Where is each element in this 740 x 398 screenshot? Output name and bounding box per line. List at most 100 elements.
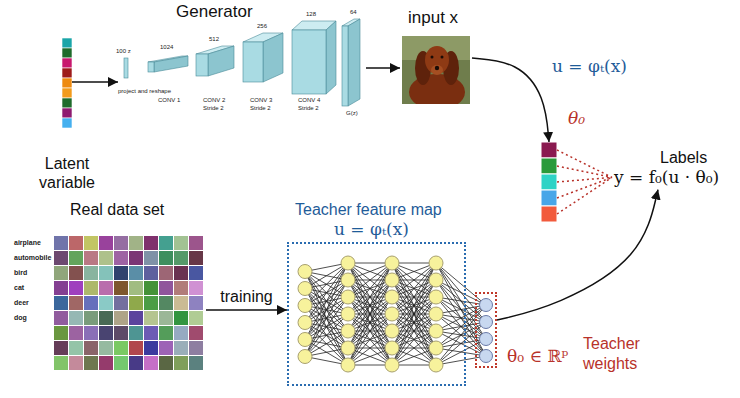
image-thumb [84,356,98,370]
image-thumb [69,266,83,280]
class-name: bird [14,269,27,276]
layer-annotation: CONV 2 [203,97,225,103]
image-thumb [54,281,68,295]
image-thumb [54,356,68,370]
conv-block [196,46,234,76]
image-thumb [84,251,98,265]
image-thumb [114,311,128,325]
latent-square [62,68,72,78]
image-thumb [159,356,173,370]
class-name: deer [14,299,29,306]
layer-annotation: CONV 3 [250,97,272,103]
image-thumb [189,296,203,310]
image-thumb [129,356,143,370]
layer-annotation: 128 [306,11,316,17]
layer-annotation: CONV 1 [158,97,180,103]
layer-annotation: 512 [209,36,219,42]
image-thumb [159,266,173,280]
image-thumb [189,356,203,370]
image-thumb [54,326,68,340]
image-thumb [84,311,98,325]
layer-annotation: 1024 [160,44,173,50]
image-thumb [129,236,143,250]
image-thumb [174,326,188,340]
image-thumb [129,311,143,325]
image-thumb [189,251,203,265]
image-thumb [144,296,158,310]
image-thumb [114,326,128,340]
image-thumb [99,236,113,250]
image-thumb [174,356,188,370]
image-thumb [174,266,188,280]
image-thumb [144,251,158,265]
flow-arrow [72,81,118,83]
image-thumb [159,236,173,250]
latent-square [62,38,72,48]
image-thumb [174,311,188,325]
image-thumb [84,326,98,340]
teacher-feature-map: Teacher feature mapu = φₜ(x) [287,242,466,386]
feature-square [541,174,557,190]
layer-annotation: Stride 2 [250,105,271,111]
image-thumb [114,236,128,250]
weight-symbol: θ₀ [568,110,585,127]
image-thumb [159,251,173,265]
image-thumb [159,296,173,310]
image-thumb [114,266,128,280]
image-thumb [69,251,83,265]
image-thumb [69,281,83,295]
conv-block [292,21,336,94]
feature-vector: u = φₜ(x) [541,142,557,222]
feature-square [541,142,557,158]
image-thumb [99,311,113,325]
image-thumb [144,266,158,280]
flow-arrow [472,58,549,142]
image-thumb [114,281,128,295]
image-thumb [99,281,113,295]
image-thumb [159,311,173,325]
latent-square [62,58,72,68]
generator-network: Generator [118,2,366,122]
image-thumb [99,266,113,280]
feature-square [541,206,557,222]
teacher-weights: θ₀ ∈ ℝᵖTeacher weights [475,292,497,368]
image-thumb [84,281,98,295]
image-thumb [129,341,143,355]
image-thumb [159,326,173,340]
image-thumb [69,311,83,325]
layer-annotation: 64 [350,9,357,15]
latent-square [62,78,72,88]
conv-block [148,56,188,72]
image-thumb [99,341,113,355]
image-thumb [159,341,173,355]
image-thumb [144,326,158,340]
layer-annotation: 100 z [116,48,131,54]
image-thumb [99,356,113,370]
image-thumb [174,341,188,355]
layer-annotation: Stride 2 [203,105,224,111]
feature-square [541,190,557,206]
image-thumb [144,281,158,295]
class-name: airplane [14,239,41,246]
latent-vector: Latent variable [62,38,72,128]
weight-lines [557,150,612,214]
image-thumb [54,251,68,265]
image-thumb [84,296,98,310]
node-text: Generator [176,2,366,22]
feature-square [541,158,557,174]
image-thumb [69,341,83,355]
image-thumb [99,251,113,265]
image-thumb [114,296,128,310]
image-thumb [69,296,83,310]
image-thumb [174,296,188,310]
image-thumb [189,266,203,280]
image-thumb [189,236,203,250]
neural-network [298,256,493,372]
image-thumb [144,311,158,325]
image-thumb [189,326,203,340]
image-thumb [174,236,188,250]
image-thumb [84,236,98,250]
image-thumb [54,311,68,325]
image-thumb [69,356,83,370]
flow-arrow [366,67,400,69]
